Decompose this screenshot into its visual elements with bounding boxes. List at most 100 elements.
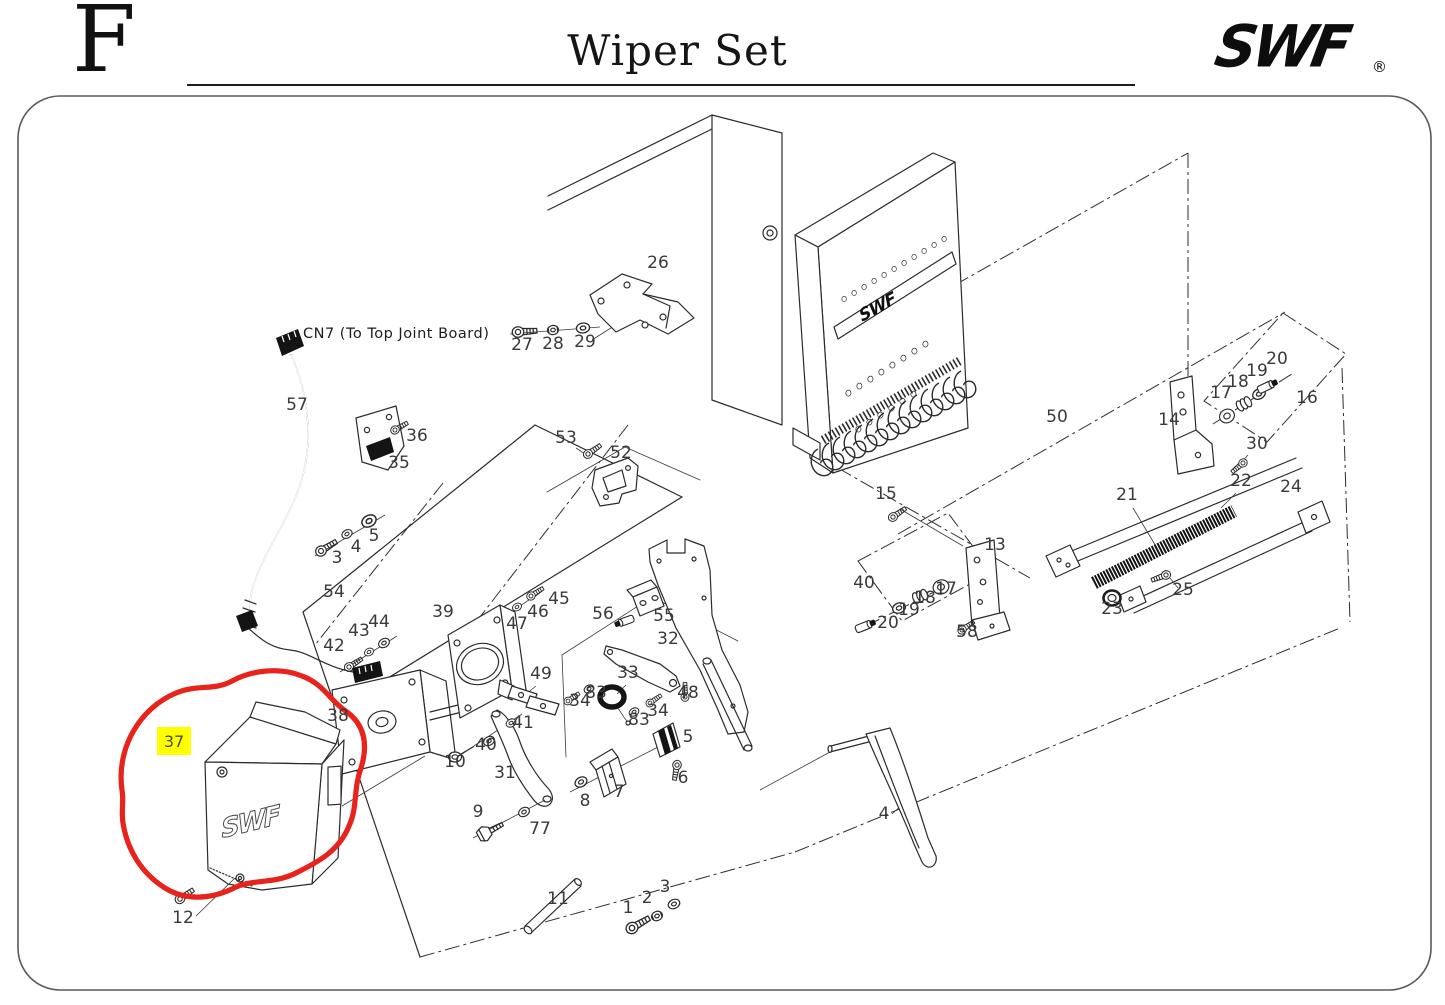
page-title: Wiper Set xyxy=(567,26,788,75)
callout-54: 54 xyxy=(323,582,345,602)
callout-15: 15 xyxy=(875,484,897,504)
callout-34: 34 xyxy=(569,691,591,711)
part-37-wiper-cover: SWF xyxy=(204,701,345,891)
callout-10: 10 xyxy=(444,752,466,772)
title-underline xyxy=(187,84,1135,86)
part-18-spring xyxy=(1234,394,1254,413)
diagram-border xyxy=(17,95,1432,991)
callout-52: 52 xyxy=(610,443,632,463)
part-33-oring xyxy=(597,684,627,710)
part-39-plate-group xyxy=(447,584,546,719)
callout-49: 49 xyxy=(530,664,552,684)
part-31-lever xyxy=(490,709,553,807)
callout-31: 31 xyxy=(494,763,516,783)
lever-32-group xyxy=(562,579,690,798)
part-77-washer xyxy=(516,804,532,820)
callout-34: 34 xyxy=(647,701,669,721)
part-52-bracket-group xyxy=(575,441,639,507)
callout-57: 57 xyxy=(286,395,308,415)
callout-25: 25 xyxy=(1172,580,1194,600)
callout-4: 4 xyxy=(351,537,362,557)
part-14-bracket xyxy=(1169,375,1215,475)
callout-6: 6 xyxy=(678,768,689,788)
lever-31-group xyxy=(447,709,553,845)
machine-head: SWF xyxy=(711,114,978,479)
highlight-circle xyxy=(118,668,368,900)
part-35-sensor xyxy=(366,437,394,461)
callout-43: 43 xyxy=(348,621,370,641)
callout-1: 1 xyxy=(623,898,634,918)
callout-83: 83 xyxy=(585,683,607,703)
callout-17: 17 xyxy=(935,579,957,599)
callout-14: 14 xyxy=(1158,410,1180,430)
section-letter: F xyxy=(72,0,136,93)
callout-35: 35 xyxy=(388,453,410,473)
callout-55: 55 xyxy=(653,606,675,626)
callout-9: 9 xyxy=(473,802,484,822)
callout-42: 42 xyxy=(323,636,345,656)
callout-77: 77 xyxy=(529,819,551,839)
callout-40: 40 xyxy=(475,735,497,755)
cn7-note: CN7 (To Top Joint Board) xyxy=(303,326,489,342)
callout-26: 26 xyxy=(647,253,669,273)
part-25-screw xyxy=(1149,568,1173,585)
wiper-bar-spring xyxy=(820,356,964,444)
fastener-group-42-43-44 xyxy=(339,635,398,674)
callout-17: 17 xyxy=(1210,383,1232,403)
callout-24: 24 xyxy=(1280,477,1302,497)
right-assembly xyxy=(1045,375,1331,614)
callout-20: 20 xyxy=(1266,349,1288,369)
callout-29: 29 xyxy=(574,332,596,352)
callout-53: 53 xyxy=(555,428,577,448)
cable-57-assembly xyxy=(242,329,410,629)
callout-18: 18 xyxy=(1227,372,1249,392)
callout-47: 47 xyxy=(506,614,528,634)
callout-23: 23 xyxy=(1101,599,1123,619)
part-4-wiper-arm xyxy=(865,727,937,868)
part-53-screw xyxy=(581,441,604,461)
callout-32: 32 xyxy=(657,629,679,649)
callout-13: 13 xyxy=(984,535,1006,555)
callout-48: 48 xyxy=(677,683,699,703)
part-26-bracket-group xyxy=(509,273,695,341)
cn7-connector-icon xyxy=(276,329,304,356)
part-55-block xyxy=(632,586,665,617)
part-52-bracket xyxy=(591,457,639,507)
callout-3: 3 xyxy=(660,877,671,897)
callout-45: 45 xyxy=(548,589,570,609)
callout-2: 2 xyxy=(642,888,653,908)
callout-44: 44 xyxy=(368,612,390,632)
part-8-washer xyxy=(572,774,590,790)
part-49-bracket-group xyxy=(497,679,560,716)
callout-28: 28 xyxy=(542,334,564,354)
callout-16: 16 xyxy=(1296,388,1318,408)
callout-22: 22 xyxy=(1230,471,1252,491)
part-17-bearing xyxy=(1216,405,1238,427)
callout-21: 21 xyxy=(1116,485,1138,505)
callout-58: 58 xyxy=(956,622,978,642)
callout-4: 4 xyxy=(879,804,890,824)
callout-5: 5 xyxy=(369,526,380,546)
callout-3: 3 xyxy=(332,548,343,568)
callout-5: 5 xyxy=(683,727,694,747)
callout-27: 27 xyxy=(511,335,533,355)
callout-83: 83 xyxy=(628,710,650,730)
motor-connector-icon xyxy=(352,661,383,683)
callout-56: 56 xyxy=(592,604,614,624)
callout-41: 41 xyxy=(512,713,534,733)
part-3-washer xyxy=(666,896,682,912)
callout-7: 7 xyxy=(614,782,625,802)
callout-18: 18 xyxy=(914,588,936,608)
part-2-nut xyxy=(649,909,665,923)
callout-50: 50 xyxy=(1046,407,1068,427)
callout-39: 39 xyxy=(432,602,454,622)
rod-11-group xyxy=(523,878,682,937)
callout-20: 20 xyxy=(877,613,899,633)
lower-right-assembly xyxy=(853,504,1011,641)
callout-37-highlighted: 37 xyxy=(164,732,184,751)
part-38-motor xyxy=(236,610,470,807)
callout-33: 33 xyxy=(617,663,639,683)
callout-46: 46 xyxy=(527,602,549,622)
highlight-37-bg xyxy=(157,727,191,755)
